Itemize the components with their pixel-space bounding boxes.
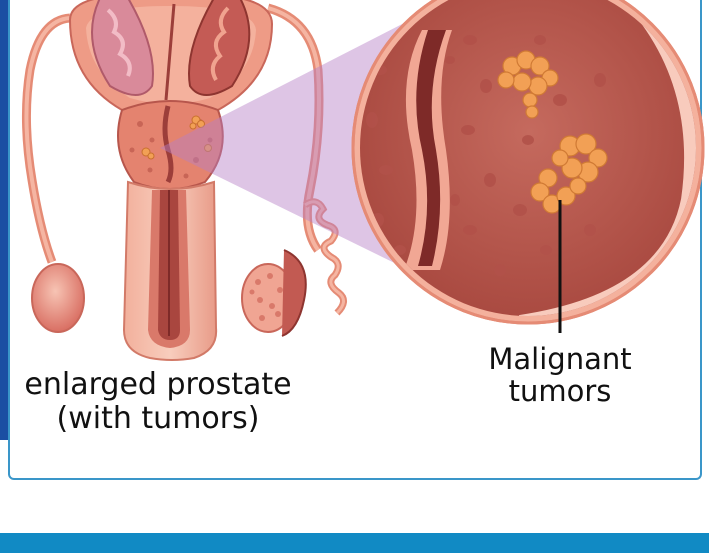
enlarged-prostate-label-line1: enlarged prostate — [8, 368, 308, 402]
bottom-color-bar — [0, 533, 709, 553]
magnified-prostate-view — [353, 0, 709, 330]
vas-deferens-left — [26, 18, 70, 262]
malignant-tumors-label-line1: Malignant — [455, 343, 665, 375]
enlarged-prostate-label-line2: (with tumors) — [8, 402, 308, 436]
penile-shaft — [124, 182, 216, 360]
malignant-tumors-label: Malignant tumors — [455, 343, 665, 408]
enlarged-prostate-label: enlarged prostate (with tumors) — [8, 368, 308, 435]
testis-left — [32, 264, 84, 332]
testis-right — [242, 250, 306, 336]
malignant-tumors-label-line2: tumors — [455, 375, 665, 407]
